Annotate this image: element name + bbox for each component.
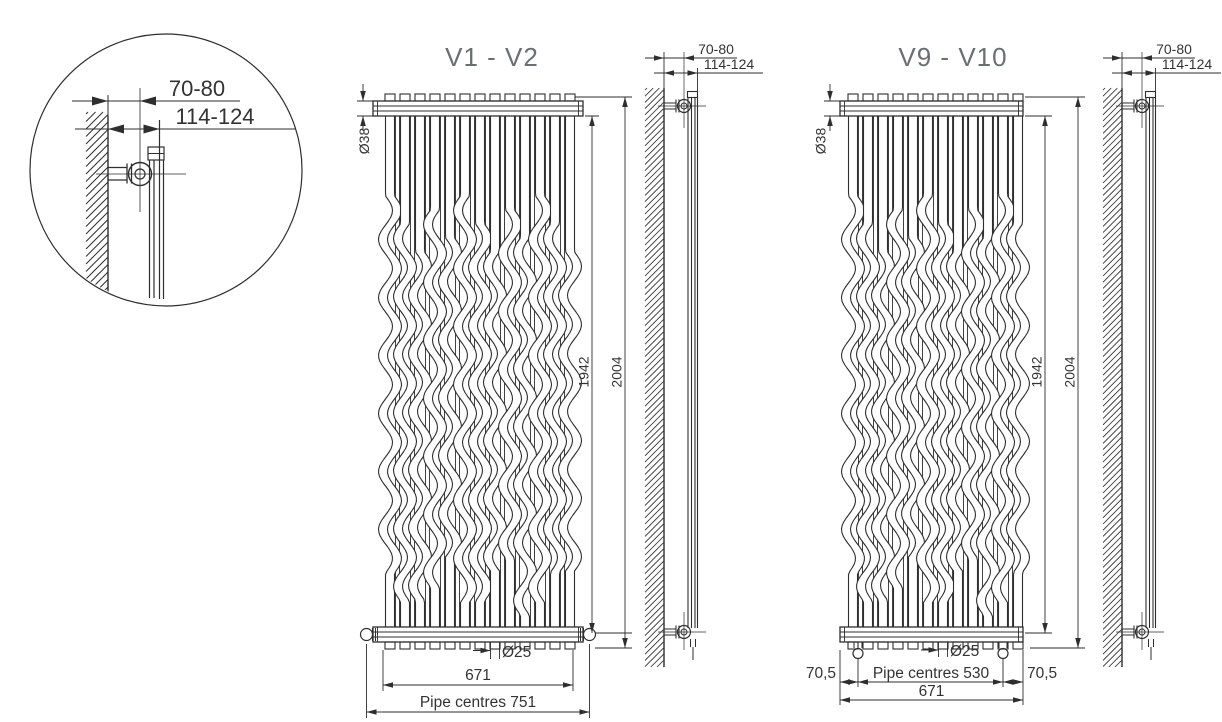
v9v10-right-connection <box>997 647 1009 660</box>
v9v10-offset-right-label: 70,5 <box>1027 665 1057 682</box>
side-tube-profile <box>1145 97 1157 628</box>
side-top-centerlines <box>658 52 706 128</box>
side-top-centerlines <box>1116 52 1164 128</box>
side-dim-wall-to-pipe: 70-80 <box>1156 41 1192 57</box>
v1v2-width-label: 671 <box>465 667 491 684</box>
wall-hatching <box>1102 87 1122 668</box>
v9v10-dia-header-label: Ø38 <box>812 128 828 155</box>
v9v10-tubes <box>840 93 1031 650</box>
v9v10-top-header <box>839 100 1024 117</box>
side-bottom-bracket <box>664 625 680 639</box>
side-top-cap <box>686 90 699 99</box>
v9v10-bottom-dim-lines <box>839 650 1024 705</box>
side-top-bracket <box>1122 99 1138 113</box>
side-view-v1-v2: 70-80 114-124 <box>644 41 763 668</box>
wall-hatching <box>644 87 664 668</box>
v1v2-left-valve <box>359 627 374 642</box>
dimension-arrowheads <box>92 55 1156 715</box>
side-top-bracket <box>664 99 680 113</box>
radiator-tube-profile <box>148 120 165 299</box>
v1v2-dia-header-label: Ø38 <box>356 128 372 155</box>
detail-dim-wall-to-pipe: 70-80 <box>169 76 225 101</box>
v9v10-height-dim-lines <box>1025 96 1085 649</box>
front-view-v9-v10: V9 - V10 Ø38 Ø25 70,5 Pipe centres 530 7… <box>806 42 1085 705</box>
side-view-v9-v10: 70-80 114-124 <box>1102 41 1221 668</box>
side-top-cap <box>1144 90 1157 99</box>
side-dimension-lines <box>645 52 763 92</box>
v1v2-height-total-label: 2004 <box>608 356 624 387</box>
side-bottom-bracket <box>1122 625 1138 639</box>
detail-circle-outline <box>29 33 303 307</box>
v1v2-width-dim-lines <box>382 650 574 691</box>
side-bottom-centerlines <box>658 612 706 650</box>
v9v10-bottom-header-lines <box>840 627 1023 642</box>
v1v2-bottom-header-lines <box>373 627 583 642</box>
bracket-pipe <box>108 163 133 184</box>
v9v10-top-header-lines <box>840 101 1023 116</box>
v9v10-title: V9 - V10 <box>898 42 1007 72</box>
v1v2-right-valve <box>582 627 597 642</box>
side-dim-wall-to-front: 114-124 <box>704 56 755 72</box>
v9v10-bottom-header <box>839 626 1024 643</box>
bracket-centerlines <box>96 88 186 212</box>
v1v2-dia-tube-label: Ø25 <box>502 644 531 661</box>
v9v10-pipe-centres-label: Pipe centres 530 <box>873 665 990 682</box>
v1v2-tubes <box>377 93 583 650</box>
v9v10-height-tubes-label: 1942 <box>1028 356 1044 387</box>
side-tube-profile <box>687 97 699 628</box>
v9v10-connection-flanges <box>853 642 1008 648</box>
v1v2-height-tubes-label: 1942 <box>575 356 591 387</box>
front-view-v1-v2: V1 - V2 Ø38 Ø25 671 Pipe centres 751 194… <box>356 42 632 718</box>
side-dim-wall-to-front: 114-124 <box>1162 56 1213 72</box>
v1v2-title: V1 - V2 <box>445 42 539 72</box>
side-bottom-drop-pipe <box>690 639 696 660</box>
side-bottom-centerlines <box>1116 612 1164 650</box>
v1v2-dia-header-dim-lines <box>357 84 373 131</box>
v1v2-pipe-centres-dim-lines <box>366 644 590 718</box>
detail-dim-wall-to-front: 114-124 <box>175 104 254 129</box>
v1v2-bottom-header <box>372 626 584 643</box>
v9v10-offset-left-label: 70,5 <box>806 665 836 682</box>
v9v10-left-connection <box>852 647 864 660</box>
v1v2-top-header <box>372 100 584 117</box>
v9v10-dia-header-dim-lines <box>824 84 840 131</box>
v1v2-left-valve-flange <box>372 628 376 641</box>
v1v2-right-valve-flange <box>580 628 584 641</box>
v9v10-height-total-label: 2004 <box>1061 356 1077 387</box>
v1v2-pipe-centres-label: Pipe centres 751 <box>420 694 536 711</box>
v9v10-width-label: 671 <box>919 683 945 700</box>
wall-hatching <box>85 111 109 303</box>
mounting-detail-view: 70-80 114-124 <box>29 33 303 307</box>
v9v10-dia-tube-label: Ø25 <box>950 643 979 660</box>
side-bottom-drop-pipe <box>1148 639 1154 660</box>
v1v2-top-header-lines <box>373 101 583 116</box>
side-dim-wall-to-pipe: 70-80 <box>698 41 734 57</box>
side-dimension-lines <box>1103 52 1221 92</box>
